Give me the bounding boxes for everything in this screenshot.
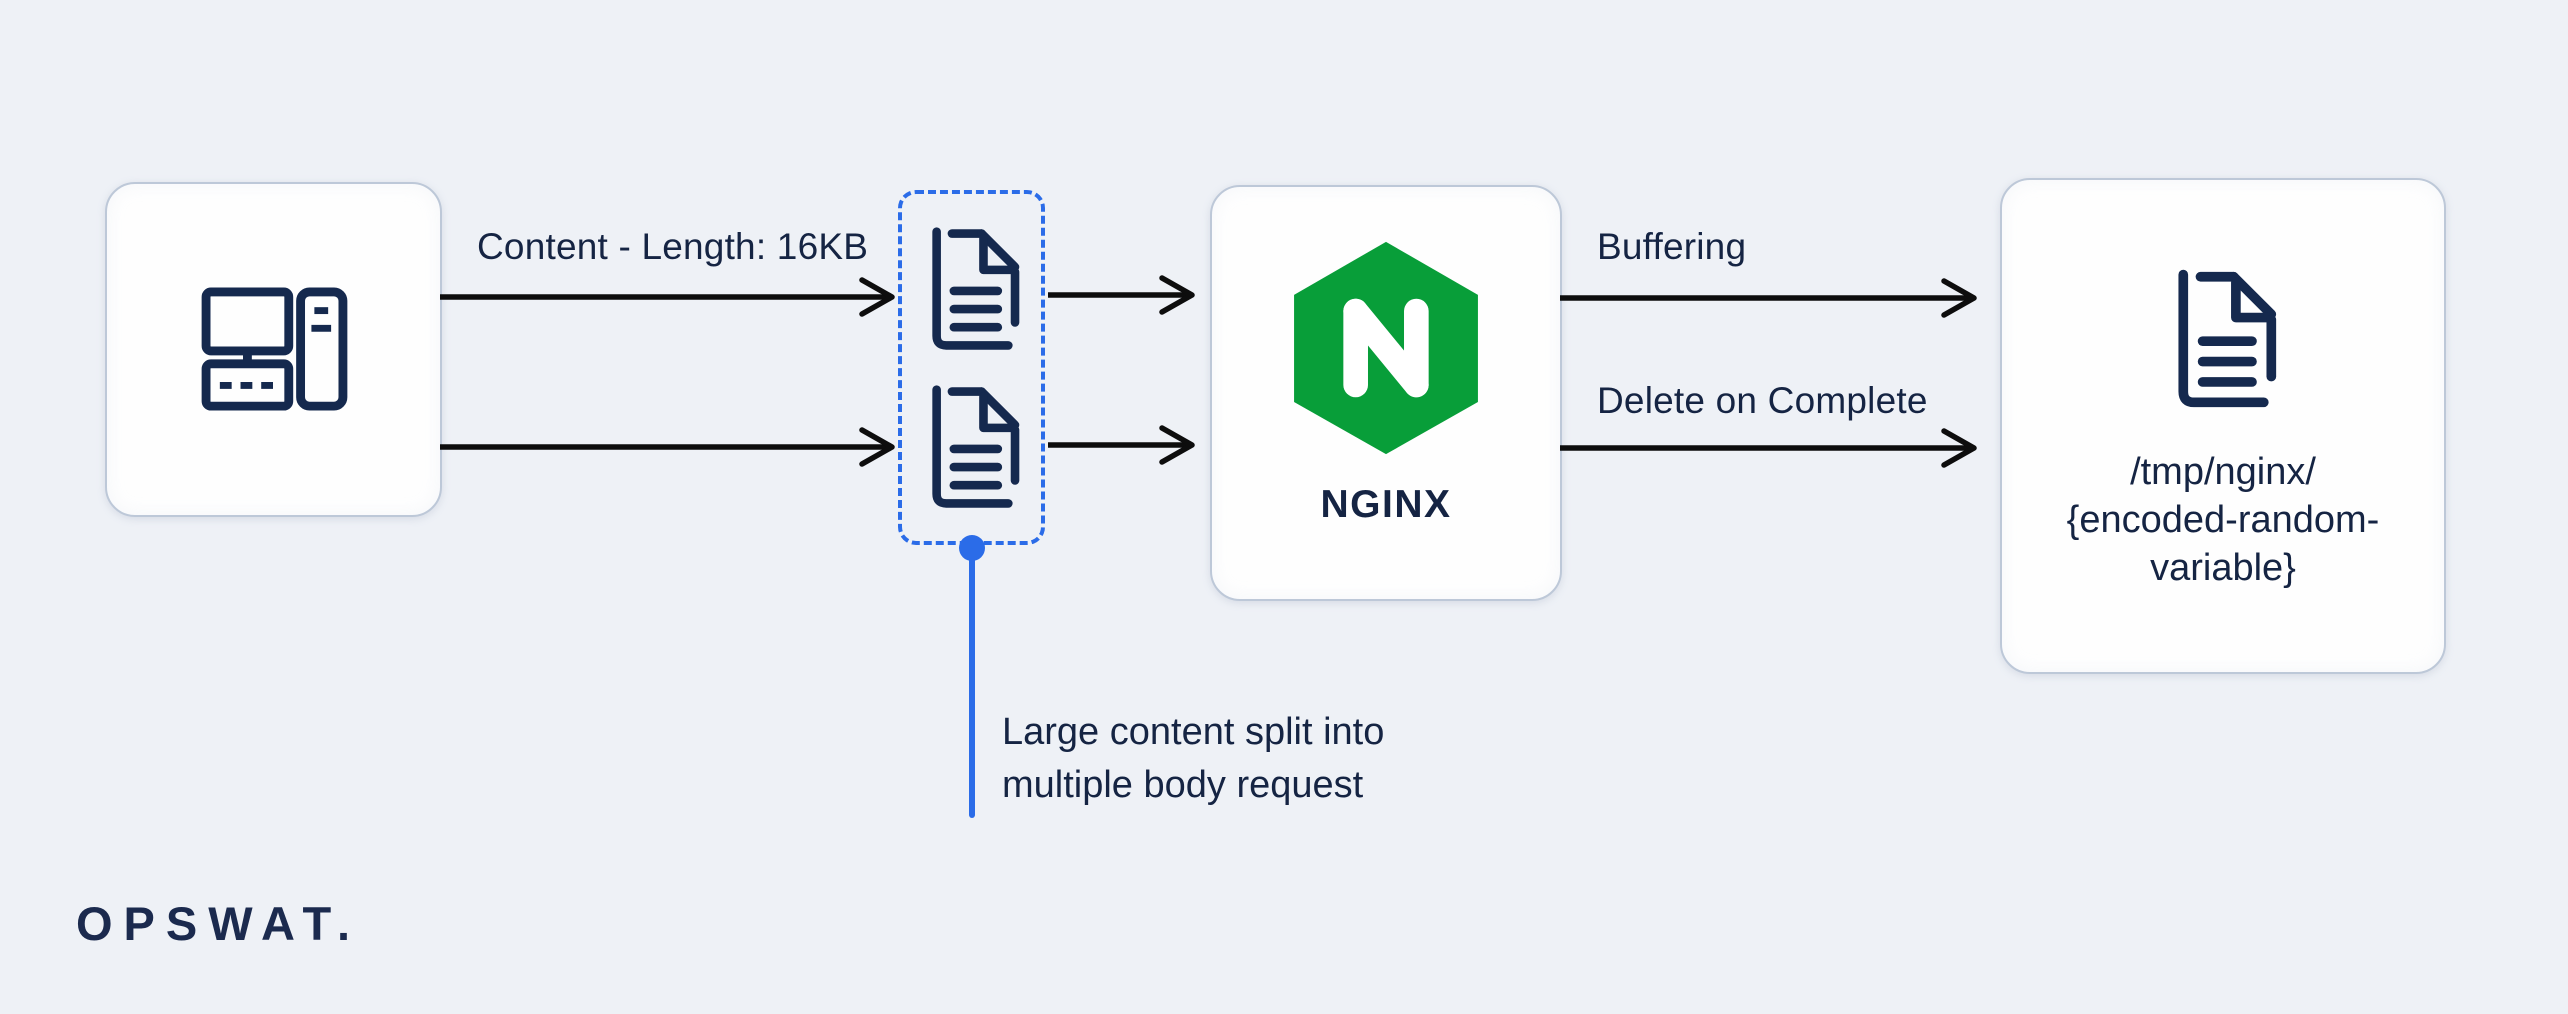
file-icon [2167, 266, 2279, 412]
annotation-line: Large content split into [1002, 711, 1385, 753]
arrow-nginx-to-storage-delete [1560, 426, 1982, 470]
split-request-group [898, 190, 1045, 545]
nginx-hexagon-logo-icon [1291, 239, 1481, 457]
temp-storage-node: /tmp/nginx/ {encoded-random- variable} [2000, 178, 2446, 674]
temp-path-line: {encoded-random- [2066, 499, 2380, 541]
temp-path-line: variable} [2150, 547, 2296, 589]
annotation-line: multiple body request [1002, 764, 1364, 806]
client-node [105, 182, 442, 517]
buffering-label: Buffering [1597, 226, 1747, 267]
nginx-node: NGINX [1210, 185, 1562, 601]
temp-path-text: /tmp/nginx/ {encoded-random- variable} [2067, 448, 2380, 592]
arrow-split-to-nginx-1 [1048, 273, 1200, 317]
annotation-text: Large content split into multiple body r… [1002, 706, 1384, 812]
delete-on-complete-label: Delete on Complete [1597, 380, 1928, 421]
document-icon [922, 382, 1022, 512]
annotation-connector-line [969, 548, 975, 818]
document-icon [922, 224, 1022, 354]
temp-path-line: /tmp/nginx/ [2130, 451, 2316, 493]
nginx-node-label: NGINX [1320, 483, 1452, 526]
arrow-nginx-to-storage-buffering [1560, 276, 1982, 320]
arrow-client-to-split-1 [440, 275, 900, 319]
arrow-split-to-nginx-2 [1048, 423, 1200, 467]
content-length-label: Content - Length: 16KB [477, 226, 869, 267]
opswat-logo: OPSWAT. [76, 897, 362, 950]
arrow-client-to-split-2 [440, 425, 900, 469]
desktop-computer-icon [199, 286, 349, 414]
